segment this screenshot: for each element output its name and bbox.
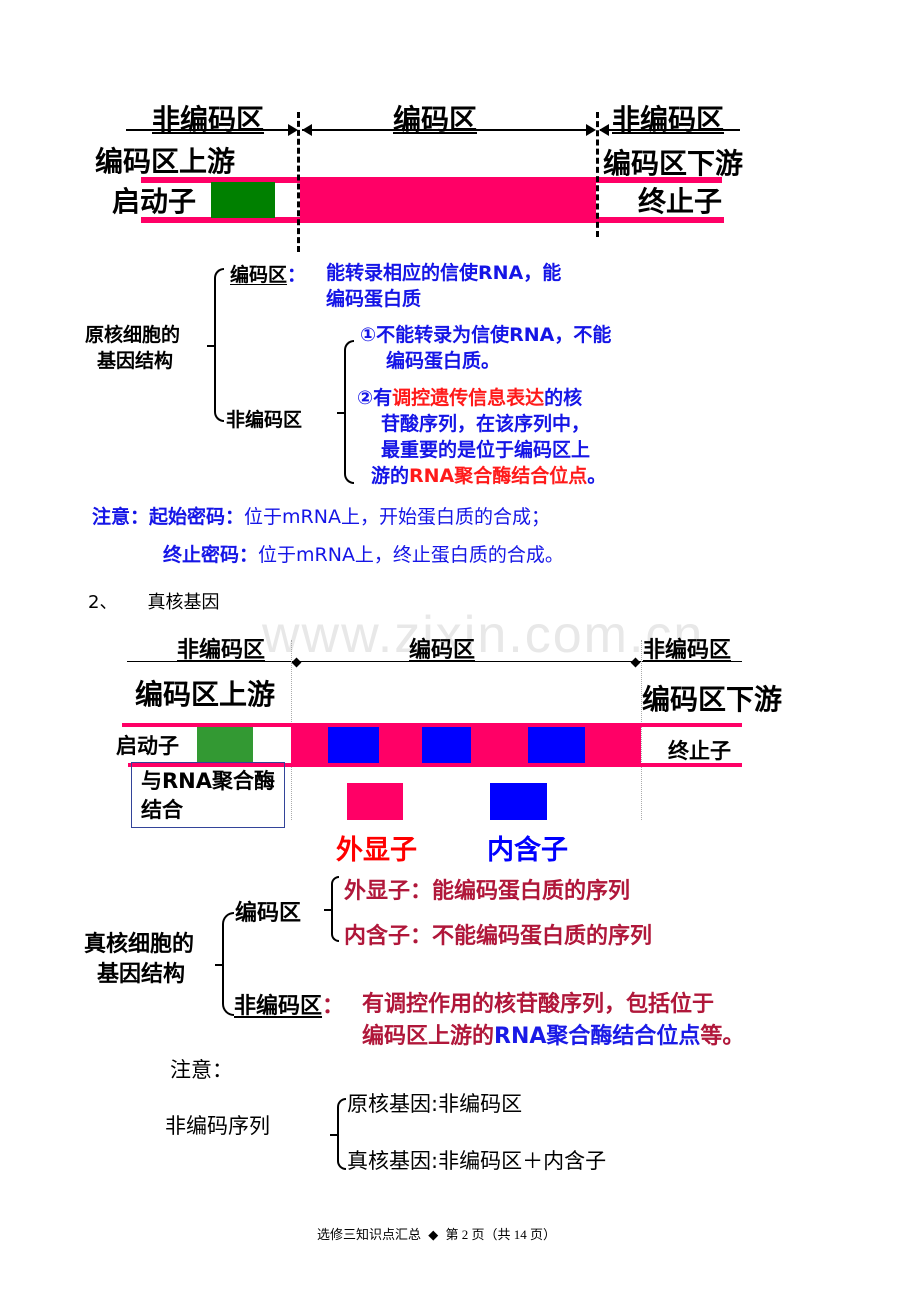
stop-codon-line: 终止密码：位于mRNA上，终止蛋白质的合成。 xyxy=(163,544,564,566)
brace-icon xyxy=(207,268,224,422)
intron-block xyxy=(422,727,471,763)
noncoding-description-1: 有调控作用的核苷酸序列，包括位于 xyxy=(362,992,715,1017)
section-heading: 2、真核基因 xyxy=(88,592,220,613)
watermark: www.zixin.com.cn xyxy=(262,606,705,664)
exon-definition: 外显子：能编码蛋白质的序列 xyxy=(344,879,631,904)
page-footer: 选修三知识点汇总 ◆ 第 2 页（共 14 页） xyxy=(317,1227,557,1242)
arrow-left-icon xyxy=(302,124,312,136)
noncoding-label: 非编码区： xyxy=(234,994,345,1019)
rna-polymerase-binding-box: 与RNA聚合酶 结合 xyxy=(131,762,285,828)
arrow-line-middle xyxy=(302,129,594,131)
brace-icon xyxy=(330,1098,346,1170)
coding-block xyxy=(300,177,596,223)
intron-definition: 内含子：不能编码蛋白质的序列 xyxy=(344,924,653,949)
promoter-label: 启动子 xyxy=(116,734,179,758)
arrow-line-right xyxy=(600,129,740,131)
noncoding-left-label: 非编码区 xyxy=(152,103,265,136)
coding-description: 能转录相应的信使RNA，能 编码蛋白质 xyxy=(326,262,562,310)
boundary-dash-left xyxy=(297,112,300,252)
root-label: 原核细胞的 基因结构 xyxy=(85,324,181,372)
arrow-right-icon xyxy=(288,124,298,136)
promoter-label: 启动子 xyxy=(112,185,197,218)
legend-intron-swatch xyxy=(490,783,547,820)
brace-icon xyxy=(215,912,234,1016)
noncoding-left-label: 非编码区 xyxy=(177,638,266,663)
boundary-dot-right xyxy=(641,640,642,820)
note-term: 非编码序列 xyxy=(165,1114,270,1138)
note-label: 注意： xyxy=(170,1058,233,1082)
noncoding-label: 非编码区 xyxy=(226,409,303,431)
boundary-dash-right xyxy=(596,112,599,237)
brace-icon xyxy=(324,876,339,942)
intron-block xyxy=(328,727,379,763)
coding-label: 编码区： xyxy=(230,264,307,286)
legend-intron-label: 内含子 xyxy=(487,835,568,866)
downstream-label: 编码区下游 xyxy=(603,147,744,180)
brace-icon xyxy=(337,340,354,484)
root-label: 真核细胞的 基因结构 xyxy=(84,932,195,987)
arrow-right-icon xyxy=(586,124,596,136)
downstream-label: 编码区下游 xyxy=(642,683,783,716)
legend-exon-label: 外显子 xyxy=(336,835,417,866)
noncoding-right-label: 非编码区 xyxy=(643,638,732,663)
promoter-block xyxy=(211,182,275,218)
noncoding-description-2: 编码区上游的RNA聚合酶结合位点等。 xyxy=(362,1024,745,1049)
noncoding-right-label: 非编码区 xyxy=(612,103,725,136)
noncoding-item-2: ②有调控遗传信息表达的核 苷酸序列，在该序列中， 最重要的是位于编码区上 游的R… xyxy=(357,387,607,487)
region-line xyxy=(127,661,742,662)
noncoding-item-1: ①不能转录为信使RNA，不能 编码蛋白质。 xyxy=(360,324,612,372)
promoter-block xyxy=(197,727,253,763)
upstream-label: 编码区上游 xyxy=(135,678,276,711)
prokaryote-noncoding: 原核基因:非编码区 xyxy=(347,1092,523,1116)
coding-label: 编码区 xyxy=(393,103,478,136)
coding-label: 编码区 xyxy=(235,901,302,926)
intron-block xyxy=(528,727,585,763)
upstream-label: 编码区上游 xyxy=(95,145,236,178)
terminator-label: 终止子 xyxy=(638,185,723,218)
coding-label: 编码区 xyxy=(409,638,476,663)
eukaryote-noncoding: 真核基因:非编码区＋内含子 xyxy=(347,1149,607,1173)
legend-exon-swatch xyxy=(347,783,403,820)
diamond-icon: ◆ xyxy=(428,1227,439,1242)
arrow-line-left xyxy=(126,129,292,131)
terminator-label: 终止子 xyxy=(668,739,731,763)
start-codon-line: 注意：起始密码：位于mRNA上，开始蛋白质的合成； xyxy=(92,506,550,528)
